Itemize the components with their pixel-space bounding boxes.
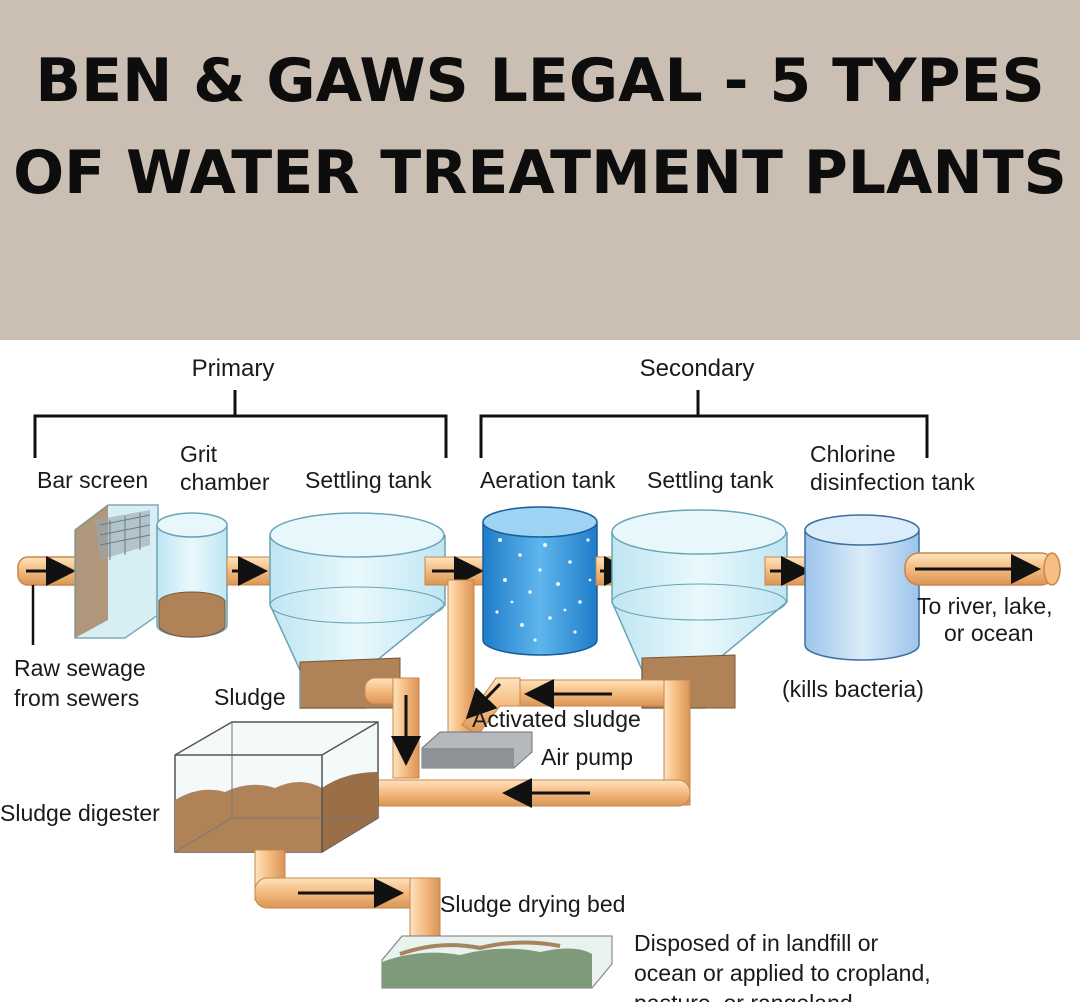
chlorine-label-2: disinfection tank (810, 469, 975, 495)
settling-tank-1-label: Settling tank (305, 467, 432, 493)
sludge-label: Sludge (214, 684, 286, 710)
grit-chamber (156, 512, 228, 638)
title-line-2: OF WATER TREATMENT PLANTS (13, 138, 1067, 208)
sludge-drying-bed-label: Sludge drying bed (440, 891, 625, 917)
sludge-drying-bed (381, 935, 613, 989)
to-river-label-1: To river, lake, (917, 593, 1053, 619)
primary-sludge-pipe (364, 677, 421, 779)
raw-sewage-label-1: Raw sewage (14, 655, 146, 681)
title-banner: BEN & GAWS LEGAL - 5 TYPES OF WATER TREA… (0, 0, 1080, 340)
raw-sewage-label-2: from sewers (14, 685, 139, 711)
kills-bacteria-label: (kills bacteria) (782, 676, 924, 702)
to-river-label-2: or ocean (944, 620, 1034, 646)
activated-sludge-return-pipe (365, 677, 691, 808)
grit-chamber-label-2: chamber (180, 469, 270, 495)
chlorine-tank (804, 514, 920, 661)
sludge-digester-label: Sludge digester (0, 800, 160, 826)
secondary-label: Secondary (640, 355, 755, 382)
primary-bracket (33, 390, 448, 458)
outlet-pipe (904, 552, 1061, 586)
disposed-label-3: pasture, or rangeland (634, 990, 853, 1002)
secondary-bracket (479, 390, 929, 458)
settling-tank-2-label: Settling tank (647, 467, 774, 493)
bar-screen-label: Bar screen (37, 467, 148, 493)
activated-sludge-label: Activated sludge (472, 706, 641, 732)
aeration-tank-label: Aeration tank (480, 467, 616, 493)
settling-tank-2 (611, 509, 788, 709)
pipe-grit-to-settling (226, 556, 272, 586)
air-pump-label: Air pump (541, 744, 633, 770)
title-line-1: BEN & GAWS LEGAL - 5 TYPES (35, 46, 1045, 116)
primary-label: Primary (192, 355, 275, 382)
sludge-digester (174, 721, 379, 853)
air-pump (421, 731, 533, 769)
grit-chamber-label-1: Grit (180, 441, 218, 467)
disposed-label-1: Disposed of in landfill or (634, 930, 879, 956)
treatment-plant-diagram: Primary Secondary Bar screen Grit chambe… (0, 355, 1061, 1002)
disposed-label-2: ocean or applied to cropland, (634, 960, 931, 986)
chlorine-label-1: Chlorine (810, 441, 896, 467)
bar-screen (74, 504, 159, 639)
aeration-tank (482, 506, 598, 656)
